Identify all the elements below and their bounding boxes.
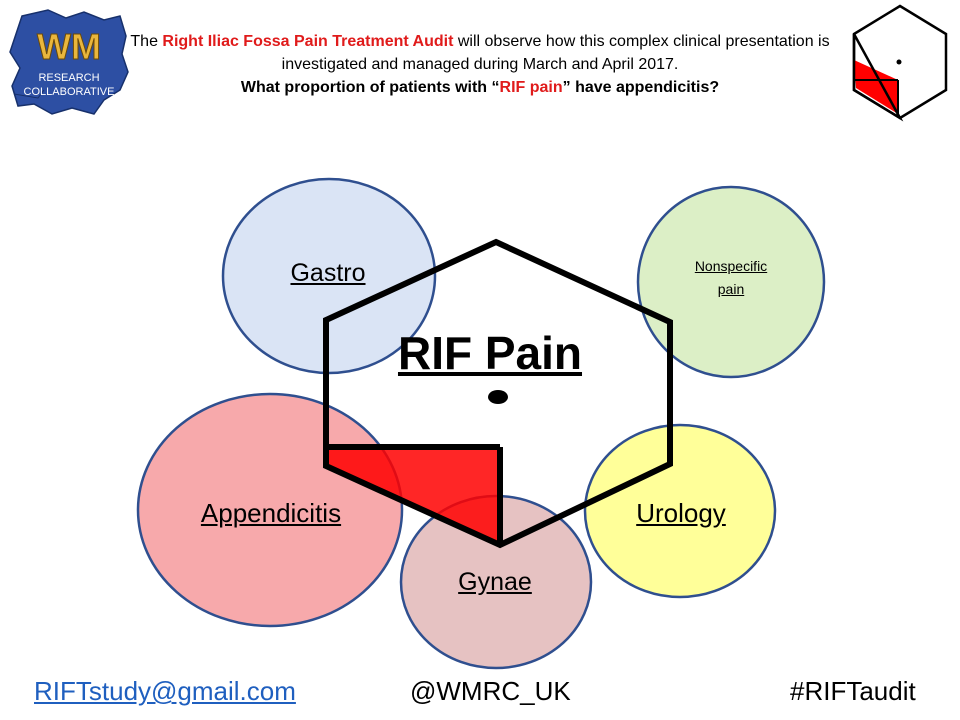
nonspecific-pain-label: Nonspecific pain bbox=[666, 255, 796, 301]
umbilicus-dot bbox=[488, 390, 508, 404]
gynae-label: Gynae bbox=[458, 568, 532, 596]
question-start: What proportion of patients with “ bbox=[240, 79, 500, 96]
question-end: ” have appendicitis? bbox=[562, 79, 720, 96]
rift-hexagon-logo bbox=[852, 4, 948, 122]
header-description: will observe how this complex clinical p… bbox=[281, 33, 830, 73]
appendicitis-wedge bbox=[326, 447, 500, 545]
logo-line-collaborative: COLLABORATIVE bbox=[23, 86, 115, 98]
twitter-handle: @WMRC_UK bbox=[410, 676, 571, 706]
question-text: What proportion of patients with “RIF pa… bbox=[241, 79, 719, 96]
nonspecific-line2: pain bbox=[717, 281, 745, 297]
urology-label: Urology bbox=[636, 498, 726, 528]
audit-name: Right Iliac Fossa Pain Treatment Audit bbox=[162, 33, 454, 50]
email-link[interactable]: RIFTstudy@gmail.com bbox=[34, 676, 296, 706]
header-text: The Right Iliac Fossa Pain Treatment Aud… bbox=[130, 30, 830, 99]
question-highlight: RIF pain bbox=[499, 79, 563, 96]
wm-research-collaborative-logo bbox=[9, 9, 129, 115]
gastro-label: Gastro bbox=[290, 259, 366, 287]
nonspecific-pain-circle bbox=[636, 185, 826, 379]
appendicitis-label: Appendicitis bbox=[200, 498, 342, 528]
header-intro: The bbox=[130, 33, 163, 50]
rif-pain-label: RIF Pain bbox=[397, 327, 583, 379]
urology-circle bbox=[583, 423, 777, 599]
nonspecific-line1: Nonspecific bbox=[694, 258, 768, 274]
logo-initials: WM bbox=[37, 26, 102, 68]
hashtag: #RIFTaudit bbox=[790, 676, 916, 706]
logo-line-research: RESEARCH bbox=[38, 72, 100, 84]
